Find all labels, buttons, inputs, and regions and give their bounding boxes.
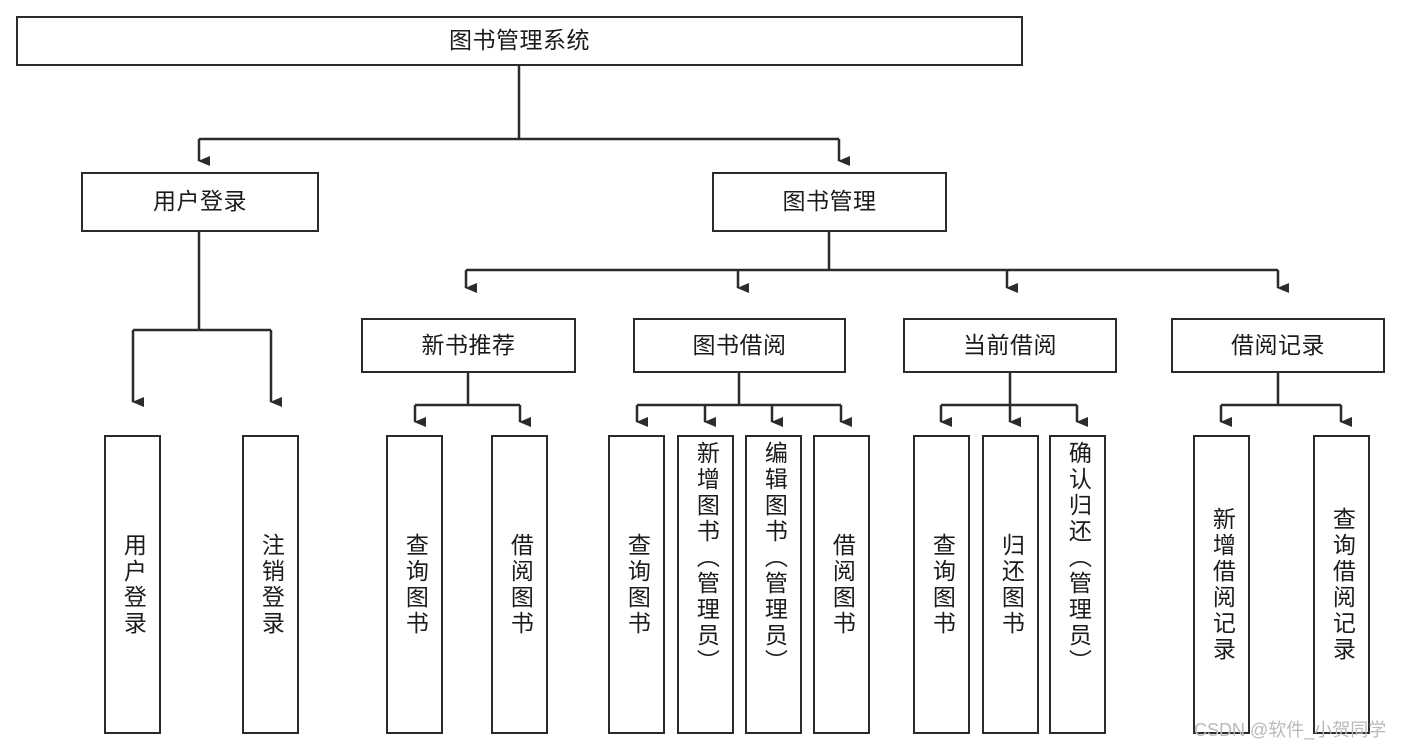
node-label: 注销登录 [258,532,285,637]
leaf-query-books-borrowing[interactable]: 查询图书 [608,435,665,734]
node-label: 编辑图书（管理员） [761,441,788,675]
leaf-borrow-books-borrowing[interactable]: 借阅图书 [813,435,870,734]
node-label: 新增图书（管理员） [693,441,720,675]
leaf-query-borrowing-record[interactable]: 查询借阅记录 [1313,435,1370,734]
node-user-login[interactable]: 用户登录 [81,172,319,232]
node-label: 归还图书 [998,532,1025,637]
leaf-query-books-recommendation[interactable]: 查询图书 [386,435,443,734]
node-label: 用户登录 [153,188,247,215]
node-label: 查询借阅记录 [1329,506,1356,663]
node-label: 图书借阅 [692,331,787,358]
leaf-query-books-current[interactable]: 查询图书 [913,435,970,734]
leaf-logout[interactable]: 注销登录 [242,435,299,734]
node-label: 新增借阅记录 [1209,506,1236,663]
node-label: 新书推荐 [421,331,516,358]
node-root-book-management-system[interactable]: 图书管理系统 [16,16,1023,66]
node-label: 借阅图书 [829,532,856,637]
leaf-return-books[interactable]: 归还图书 [982,435,1039,734]
node-book-borrowing[interactable]: 图书借阅 [633,318,846,373]
node-label: 图书管理系统 [449,27,590,54]
node-label: 查询图书 [929,532,956,637]
node-current-borrowing[interactable]: 当前借阅 [903,318,1117,373]
node-label: 当前借阅 [963,331,1057,358]
node-new-book-recommendation[interactable]: 新书推荐 [361,318,576,373]
node-label: 借阅图书 [507,532,534,637]
leaf-edit-book-admin[interactable]: 编辑图书（管理员） [745,435,802,734]
node-book-management[interactable]: 图书管理 [712,172,947,232]
leaf-add-book-admin[interactable]: 新增图书（管理员） [677,435,734,734]
leaf-add-borrowing-record[interactable]: 新增借阅记录 [1193,435,1250,734]
csdn-watermark: CSDN @软件_小贺同学 [1194,720,1387,740]
node-label: 查询图书 [402,532,429,637]
node-label: 用户登录 [120,532,147,637]
node-label: 查询图书 [624,532,651,637]
node-borrowing-records[interactable]: 借阅记录 [1171,318,1385,373]
node-label: 确认归还（管理员） [1065,441,1092,675]
node-label: 借阅记录 [1231,331,1325,358]
leaf-confirm-return-admin[interactable]: 确认归还（管理员） [1049,435,1106,734]
leaf-user-login[interactable]: 用户登录 [104,435,161,734]
node-label: 图书管理 [782,188,877,215]
leaf-borrow-books-recommendation[interactable]: 借阅图书 [491,435,548,734]
